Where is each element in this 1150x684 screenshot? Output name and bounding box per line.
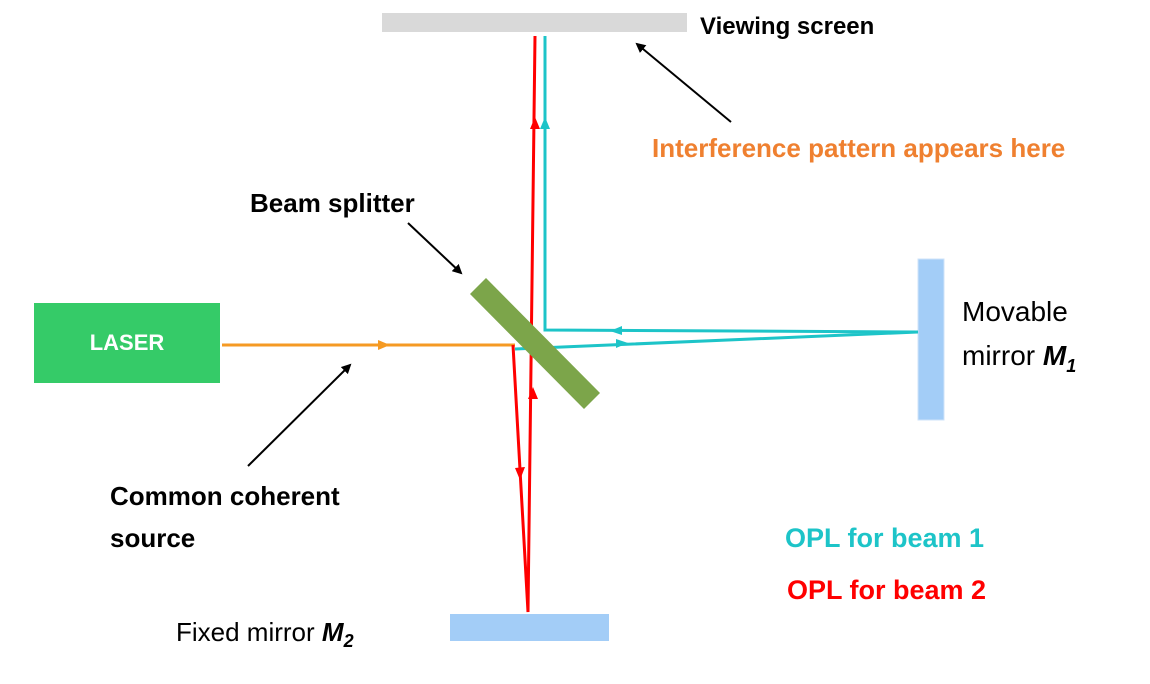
source-pointer-arrow xyxy=(247,363,352,467)
beam1-arrow-up xyxy=(540,117,550,129)
interference-label: Interference pattern appears here xyxy=(652,133,1066,163)
beam1-path xyxy=(514,36,919,351)
movable-mirror xyxy=(917,258,945,421)
m2-subscript: 2 xyxy=(343,631,354,652)
movable-mirror-label-line1: Movable xyxy=(962,296,1068,327)
laser-source: LASER xyxy=(34,303,220,383)
beam1-arrow-right xyxy=(616,339,628,348)
beam2-arrow-up-upper xyxy=(530,117,540,129)
movable-mirror-word: mirror xyxy=(962,340,1036,371)
fixed-mirror-word: Fixed mirror xyxy=(176,617,315,647)
m2-symbol: M xyxy=(321,617,344,647)
beam2-arrow-up-lower xyxy=(528,387,538,399)
viewing-screen xyxy=(382,13,687,32)
source-label-line2: source xyxy=(110,523,196,553)
source-label-line1: Common coherent xyxy=(110,481,340,511)
laser-label: LASER xyxy=(89,330,165,355)
laser-beam-arrow xyxy=(378,340,390,350)
screen-pointer-arrow xyxy=(635,42,732,123)
splitter-pointer-arrow xyxy=(407,222,463,275)
beam-splitter xyxy=(470,278,600,409)
m1-subscript: 1 xyxy=(1066,355,1077,376)
fixed-mirror xyxy=(450,614,609,641)
viewing-screen-label: Viewing screen xyxy=(700,13,875,40)
beam2-arrow-down xyxy=(515,467,525,480)
m1-symbol: M xyxy=(1042,340,1067,371)
opl-beam1-label: OPL for beam 1 xyxy=(785,523,985,553)
beam1-arrow-left xyxy=(610,326,622,335)
movable-mirror-label-line2: mirror M1 xyxy=(962,340,1076,378)
beam2-path xyxy=(511,35,537,613)
opl-beam2-label: OPL for beam 2 xyxy=(787,575,987,605)
fixed-mirror-label: Fixed mirror M2 xyxy=(176,617,354,653)
beam-splitter-label: Beam splitter xyxy=(250,188,415,218)
